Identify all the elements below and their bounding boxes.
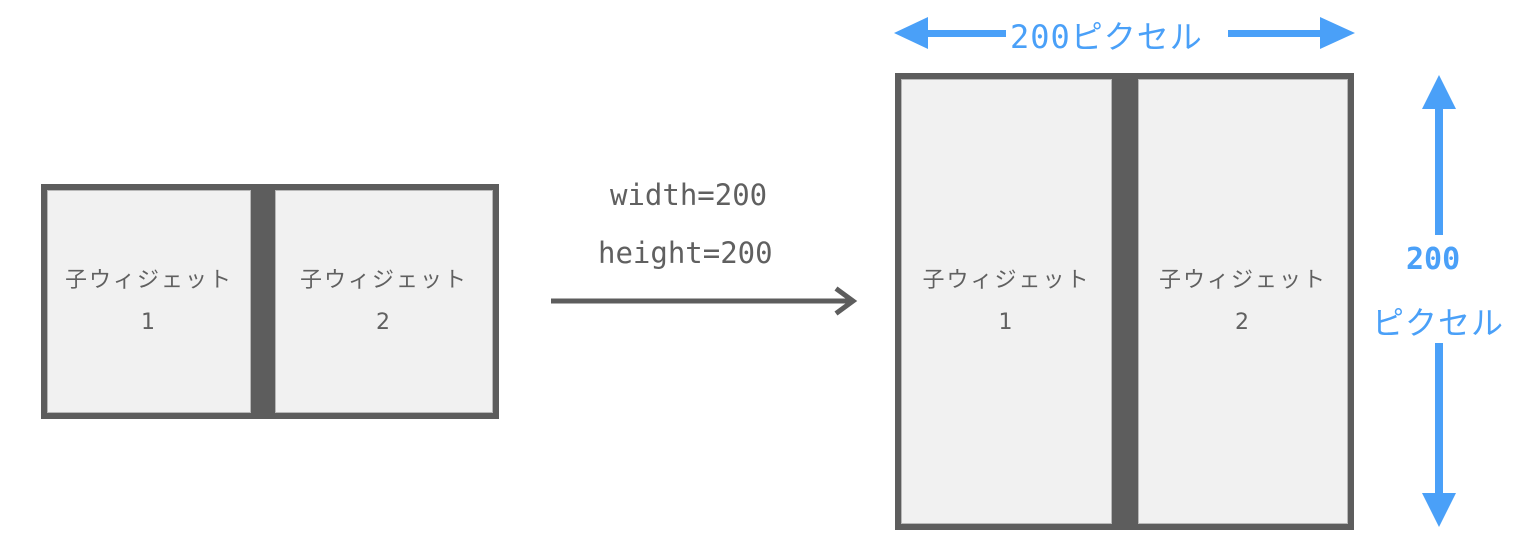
height-annotation-value: 200 — [1406, 242, 1461, 277]
child-widget-1-after: 子ウィジェット 1 — [901, 79, 1112, 524]
child-widget-1-before: 子ウィジェット 1 — [47, 190, 251, 413]
height-param-text: height=200 — [598, 236, 773, 270]
parent-widget-after: 子ウィジェット 1 子ウィジェット 2 — [895, 73, 1354, 530]
child-widget-2-before: 子ウィジェット 2 — [275, 190, 493, 413]
child-number: 1 — [141, 309, 157, 335]
width-dimension-arrow-icon — [894, 17, 1355, 49]
child-widget-2-after: 子ウィジェット 2 — [1138, 79, 1348, 524]
child-label: 子ウィジェット — [64, 267, 233, 293]
parent-widget-before: 子ウィジェット 1 子ウィジェット 2 — [41, 184, 499, 419]
height-dimension-arrow-icon — [1422, 75, 1456, 527]
child-label: 子ウィジェット — [1158, 267, 1327, 293]
arrow-right-icon — [551, 286, 858, 316]
child-number: 1 — [998, 309, 1015, 335]
child-number: 2 — [1235, 309, 1251, 335]
child-label: 子ウィジェット — [922, 267, 1091, 293]
child-label: 子ウィジェット — [299, 267, 468, 293]
child-number: 2 — [376, 309, 392, 335]
width-annotation: 200ピクセル — [1010, 18, 1203, 56]
width-param-text: width=200 — [610, 178, 768, 212]
height-annotation-unit: ピクセル — [1372, 304, 1505, 342]
